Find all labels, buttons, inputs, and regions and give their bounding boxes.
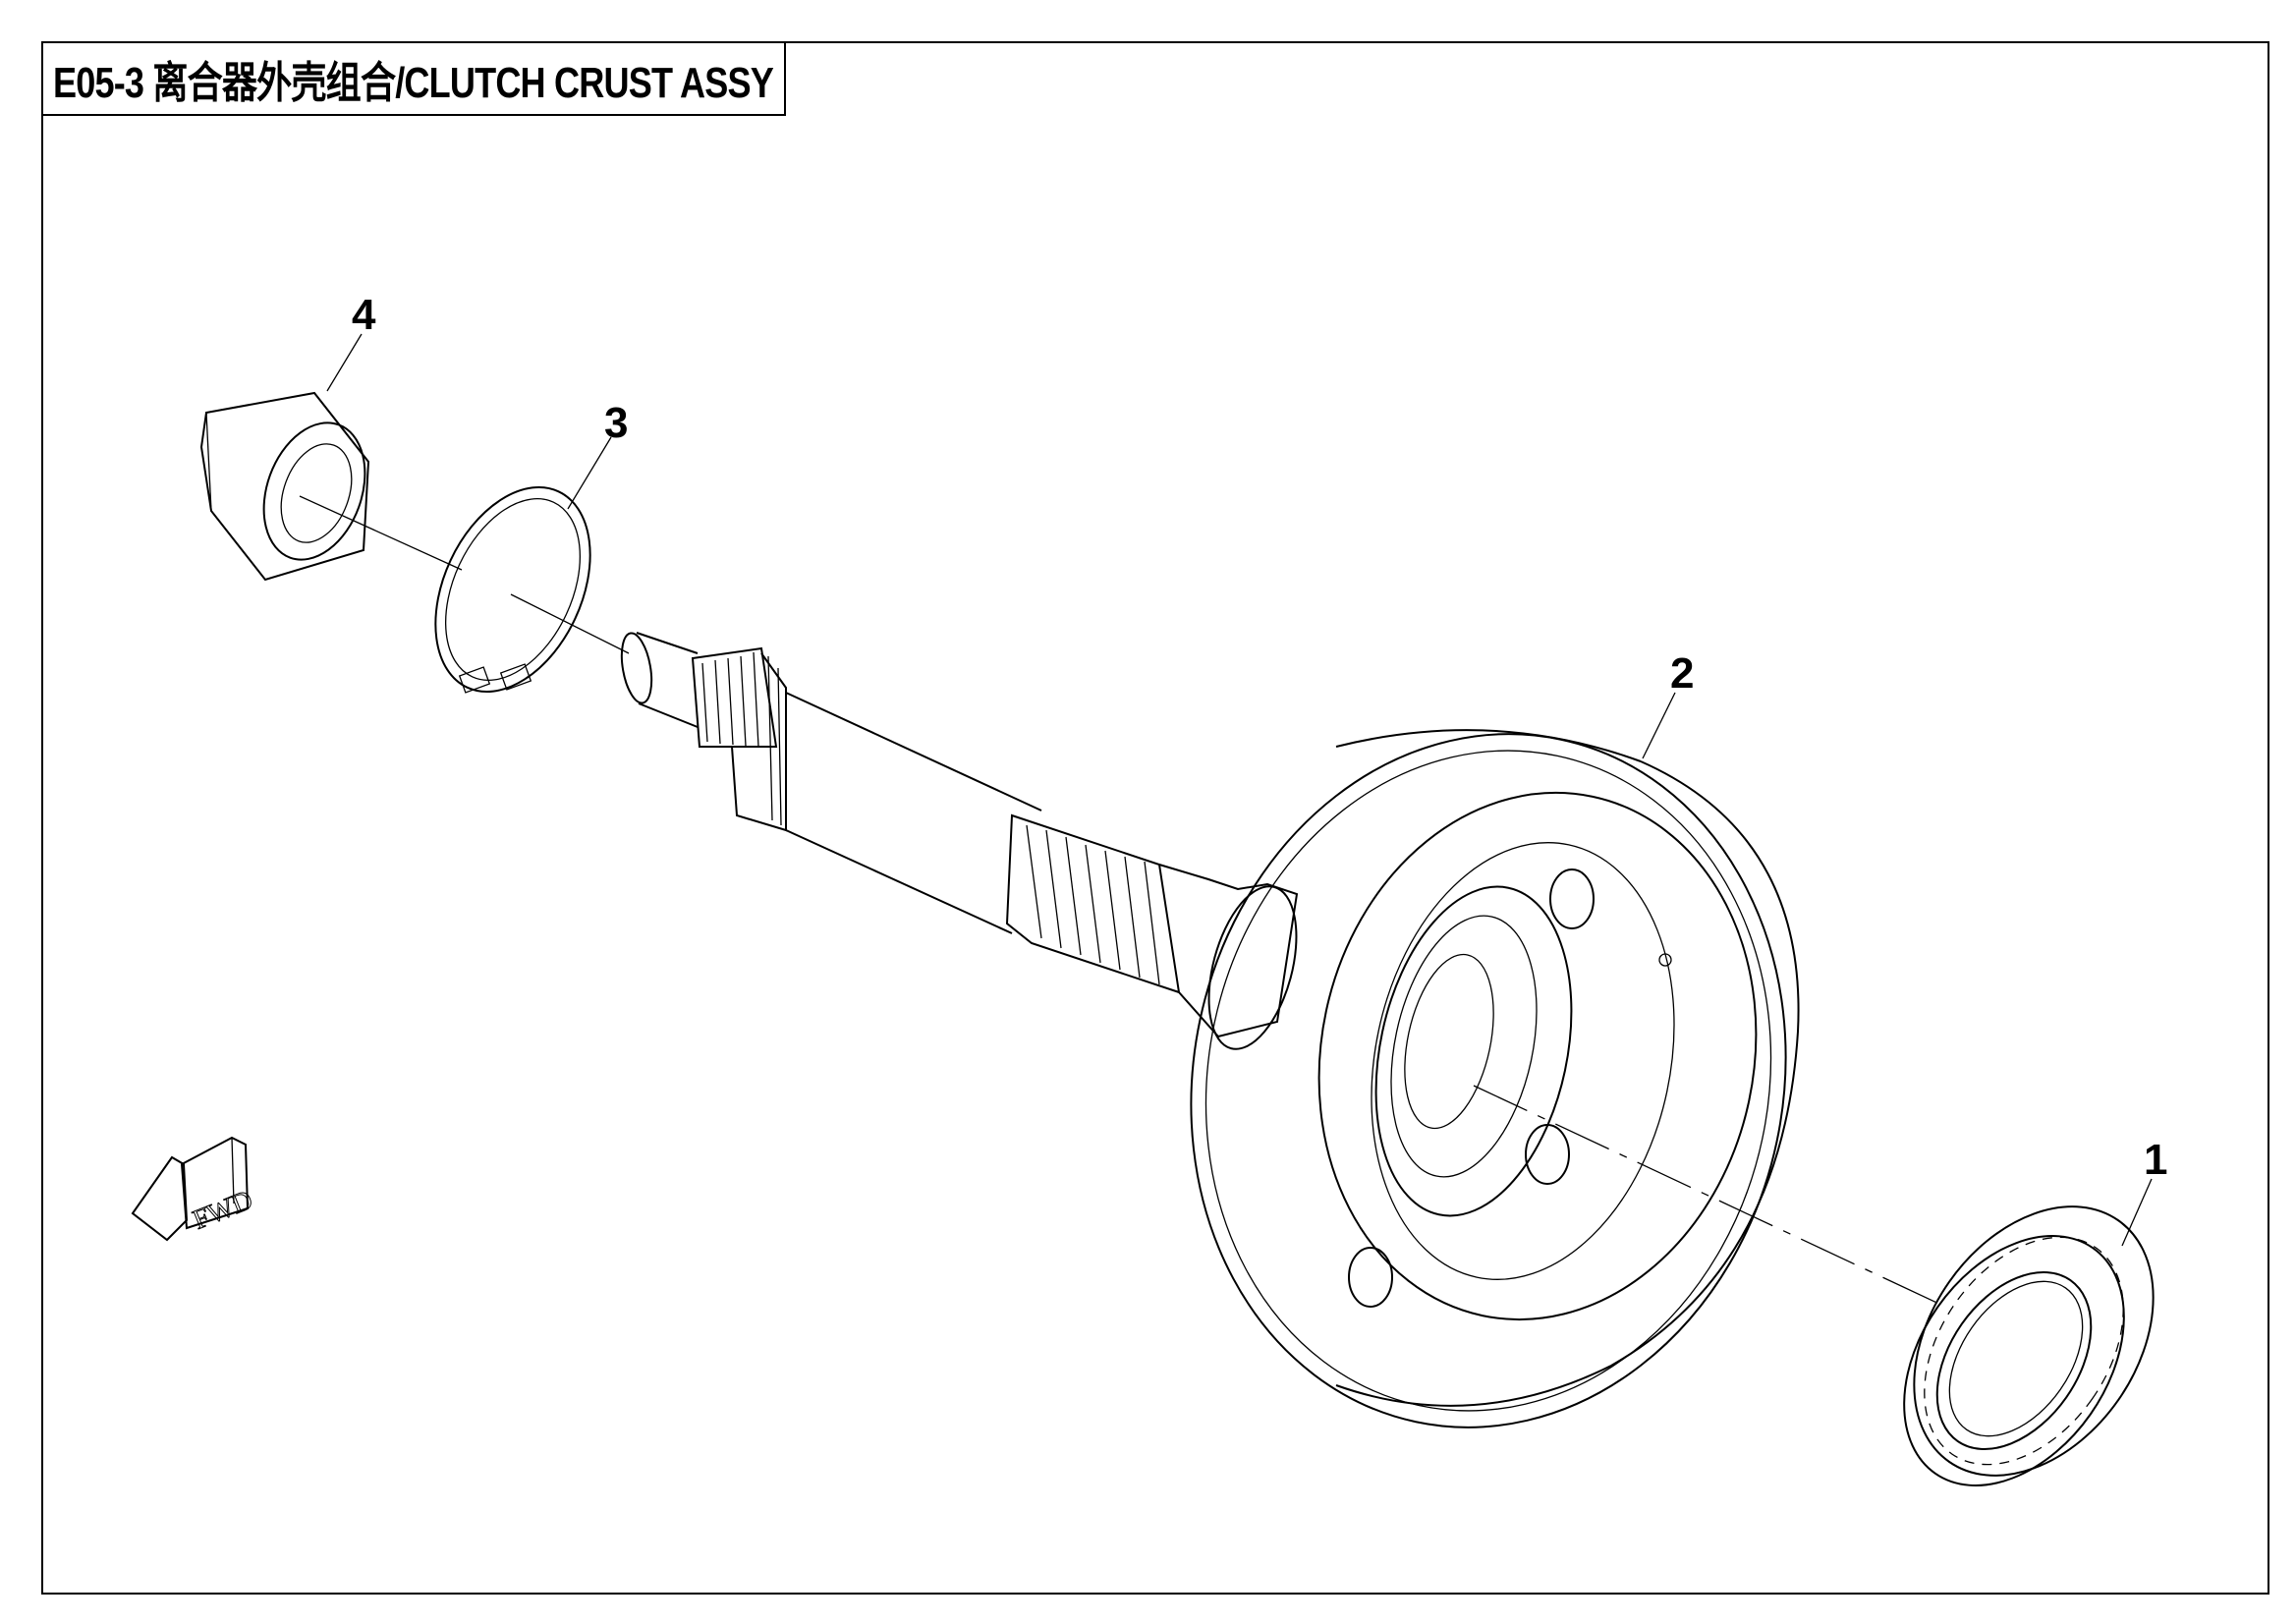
clutch-drum	[1190, 729, 1800, 1428]
hex-nut	[199, 391, 370, 582]
fwd-label: FWD	[189, 1185, 256, 1236]
output-shaft	[620, 632, 1299, 1050]
title-box: E05-3 离合器外壳组合/CLUTCH CRUST ASSY	[41, 41, 786, 116]
leader-3	[567, 436, 612, 510]
leader-1	[2121, 1178, 2153, 1247]
callout-3: 3	[604, 399, 628, 447]
fwd-arrow-icon: FWD	[131, 1136, 257, 1242]
leader-2	[1642, 692, 1676, 759]
circlip	[434, 486, 591, 694]
diagram-title: E05-3 离合器外壳组合/CLUTCH CRUST ASSY	[53, 59, 774, 107]
leader-4	[326, 333, 363, 392]
callout-1: 1	[2144, 1136, 2167, 1184]
one-way-bearing	[1903, 1205, 2155, 1486]
callout-2: 2	[1670, 649, 1694, 698]
drawing-frame	[41, 41, 2269, 1595]
callout-4: 4	[352, 291, 376, 339]
center-axis	[299, 495, 1946, 1308]
